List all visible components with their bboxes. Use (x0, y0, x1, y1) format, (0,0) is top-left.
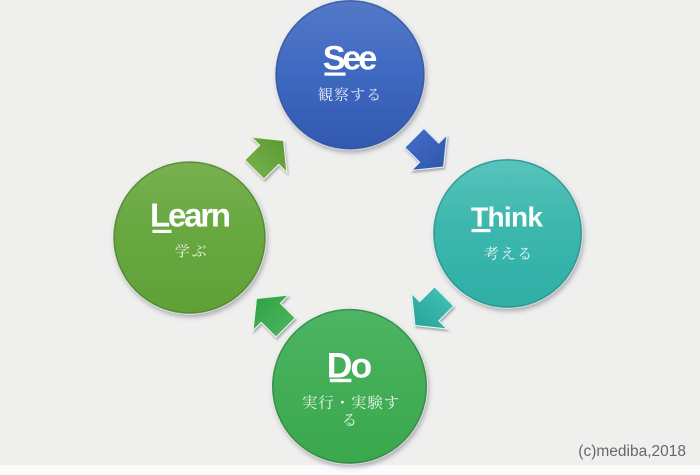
svg-text:(c)mediba,2018: (c)mediba,2018 (578, 443, 686, 460)
svg-text:Learn: Learn (150, 197, 231, 234)
svg-text:Think: Think (471, 202, 543, 233)
svg-text:See: See (323, 40, 378, 78)
